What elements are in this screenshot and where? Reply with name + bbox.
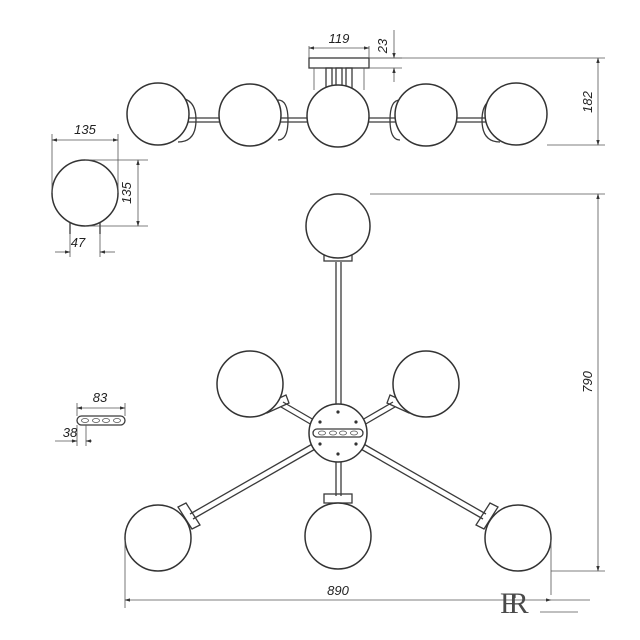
side-view: 119 23 182 — [126, 30, 605, 148]
mounting-plate-detail: 83 38 — [55, 390, 126, 446]
top-globe-2 — [216, 350, 284, 418]
top-globe-3 — [392, 350, 460, 418]
dim-globe-height: 135 — [119, 181, 134, 203]
brand-logo: FR — [500, 587, 578, 620]
side-globe-3 — [306, 84, 370, 148]
top-globe-5 — [304, 502, 372, 570]
top-globe-6 — [484, 504, 552, 572]
dim-globe-neck: 47 — [71, 235, 86, 250]
globe-detail: 135 135 47 — [51, 122, 148, 257]
dim-canopy-height: 23 — [375, 38, 390, 54]
dim-plate-length: 83 — [93, 390, 108, 405]
detail-globe — [51, 159, 119, 227]
arms — [189, 262, 487, 520]
hub — [308, 403, 368, 463]
dim-total-width: 890 — [327, 583, 349, 598]
top-view: 790 890 — [124, 193, 605, 608]
logo-text: FR — [500, 587, 529, 620]
dim-plate-width: 38 — [63, 425, 78, 440]
side-canopy — [308, 57, 370, 69]
side-globe-2 — [218, 83, 282, 147]
top-globe-1 — [305, 193, 371, 259]
side-globe-5 — [484, 82, 548, 146]
dim-globe-width: 135 — [74, 122, 96, 137]
side-globe-4 — [394, 83, 458, 147]
top-globe-4 — [124, 504, 192, 572]
side-globe-1 — [126, 82, 190, 146]
dim-canopy-width: 119 — [329, 31, 350, 46]
dim-total-height: 790 — [580, 370, 595, 392]
dim-side-height: 182 — [580, 90, 595, 112]
mounting-plate — [76, 415, 126, 426]
